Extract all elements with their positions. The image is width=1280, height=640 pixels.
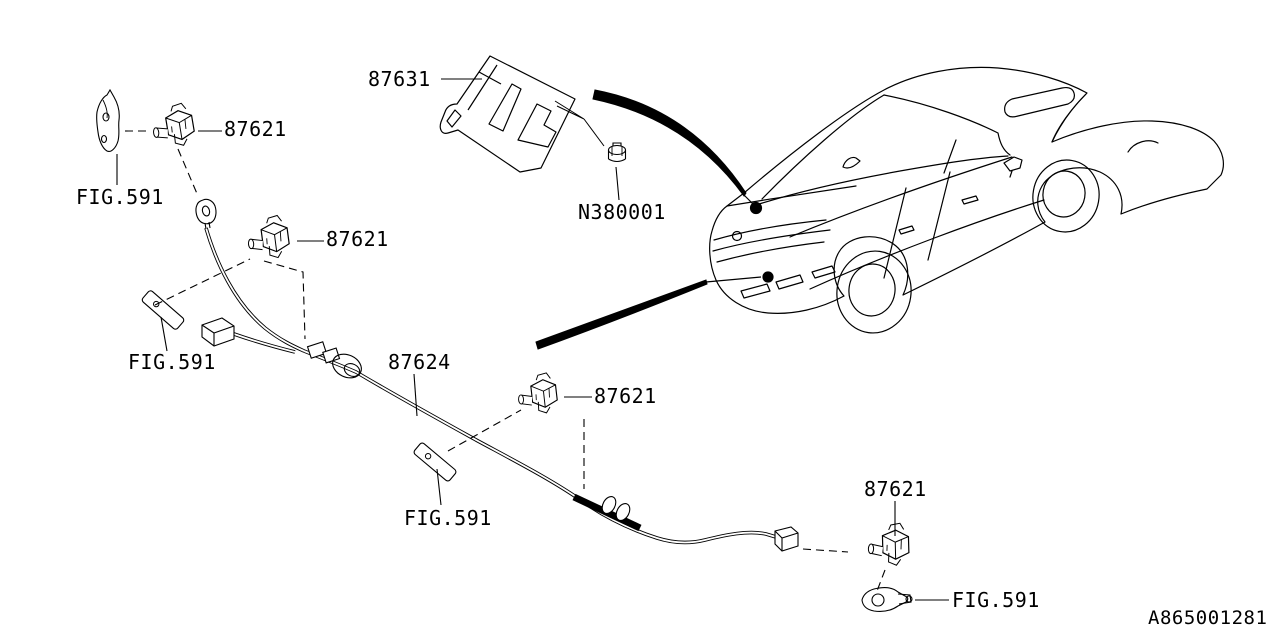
car-windshield-base <box>1051 93 1087 143</box>
dash-tag-mid-to-cable <box>154 258 251 306</box>
car-rear-emblem <box>731 230 743 242</box>
part-label-87621-right: 87621 <box>864 477 927 501</box>
leader-fig591-mid <box>160 316 168 352</box>
harness-87624-drawing <box>195 198 799 552</box>
car-door-handle-front <box>961 195 979 205</box>
car-bumper-vents <box>740 265 836 299</box>
harness-cable-clip <box>195 198 217 230</box>
part-label-87621-mid: 87621 <box>326 227 389 251</box>
part-label-87621-lower: 87621 <box>594 384 657 408</box>
part-label-87631: 87631 <box>368 67 431 91</box>
nut-n380001-drawing <box>607 142 627 163</box>
harness-cables <box>204 227 777 545</box>
part-label-n380001: N380001 <box>578 200 666 224</box>
car-b-pillar <box>943 139 957 174</box>
harness-mid-clip <box>601 496 631 521</box>
fig591-blade-drawing <box>96 88 120 152</box>
stud-to-nut-line <box>583 118 605 147</box>
location-arrow-bottom <box>535 276 762 350</box>
car-door-seam-front <box>927 171 951 261</box>
dash-sensor-right-to-grommet <box>876 569 886 592</box>
dash-connector-to-sensor-right <box>802 548 849 553</box>
dash-sensor-mid-to-junction <box>263 260 306 340</box>
sensor-87621-drawing-lower <box>516 371 559 415</box>
leader-n380001 <box>615 166 620 201</box>
harness-connector-a <box>201 317 235 347</box>
location-arrow-top <box>592 89 755 206</box>
assembly-dashed-lines <box>125 130 886 592</box>
sensor-location-dot-bumper <box>762 271 774 283</box>
sensor-87621-drawing-top <box>150 101 197 149</box>
leader-lines <box>116 78 949 601</box>
bracket-stud <box>554 100 585 120</box>
sensor-location-dot-deck <box>749 201 763 215</box>
dash-tag-lower-to-sensor <box>447 409 522 452</box>
fig-ref-label-top: FIG.591 <box>76 185 164 209</box>
car-side-mirror <box>1003 156 1023 178</box>
car-door-seam-rear <box>883 187 907 279</box>
sensor-87621-drawing-right <box>867 521 911 567</box>
car-trunk-edge <box>726 185 857 207</box>
part-label-87621-top: 87621 <box>224 117 287 141</box>
car-rear-glass <box>761 94 885 200</box>
car-roof-far-edge <box>883 94 1011 156</box>
car-body-outline <box>709 66 1224 314</box>
sensor-87621-drawing-mid <box>246 214 291 261</box>
car-antenna-fin <box>842 156 861 169</box>
car-front-tire <box>1032 159 1100 233</box>
car-rear-rim <box>848 263 896 317</box>
fig-ref-label-right: FIG.591 <box>952 588 1040 612</box>
car-front-rim <box>1042 170 1086 218</box>
fig-ref-label-mid: FIG.591 <box>128 350 216 374</box>
fig-ref-label-lower: FIG.591 <box>404 506 492 530</box>
fig591-grommet-drawing <box>861 586 913 612</box>
harness-connector-b <box>774 526 799 552</box>
car-illustration <box>709 66 1224 334</box>
car-door-handle-rear <box>898 225 915 235</box>
fig591-tag-drawing-mid <box>140 289 186 331</box>
bracket-87631-drawing <box>439 55 605 173</box>
car-bumper-crease <box>716 241 825 263</box>
leader-fig591-lower <box>436 468 442 506</box>
part-label-87624: 87624 <box>388 350 451 374</box>
car-rear-tire <box>836 250 912 334</box>
diagram-code: A865001281 <box>1148 607 1268 629</box>
car-beltline <box>789 156 1013 238</box>
car-deck-line <box>755 155 1009 206</box>
fig591-tag-drawing-lower <box>412 441 458 483</box>
dash-sensor-top-to-clip <box>177 148 199 197</box>
leader-87624 <box>413 373 418 417</box>
car-far-wheel-hint <box>1127 140 1159 153</box>
harness-junction-loop <box>306 341 362 379</box>
car-taillight-band <box>712 219 831 252</box>
car-hood-scoop <box>1004 86 1075 118</box>
